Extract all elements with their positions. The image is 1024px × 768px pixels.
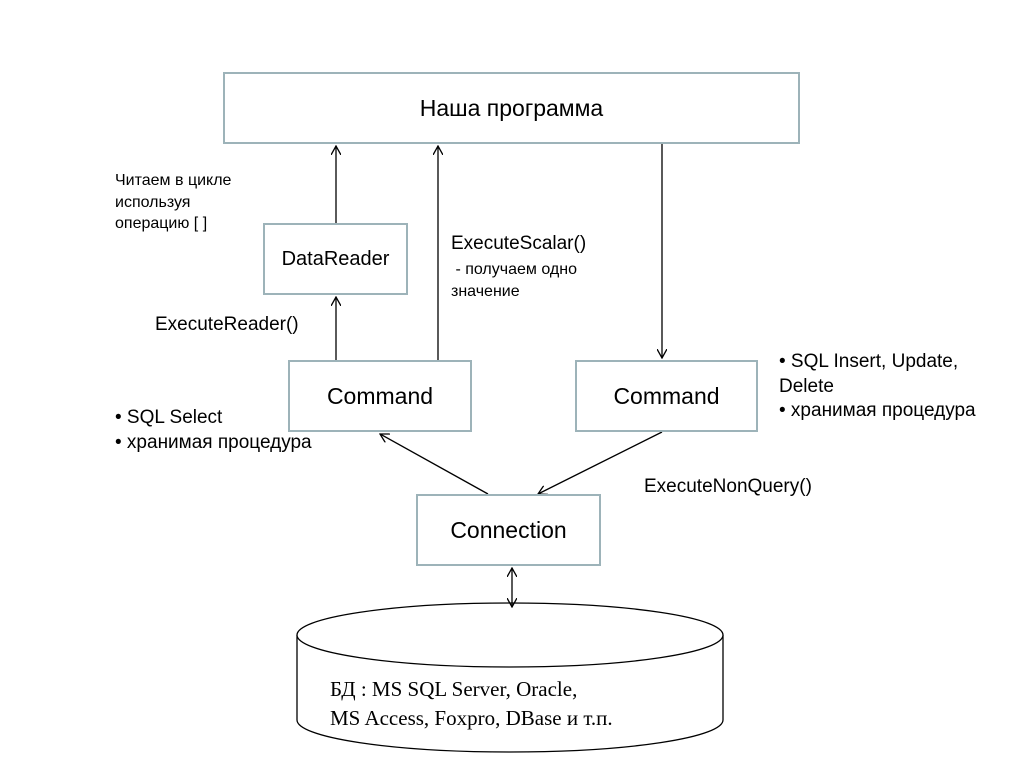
right-bullet-1-cont: Delete bbox=[779, 375, 834, 397]
connection-box: Connection bbox=[416, 494, 601, 566]
execute-scalar-label: ExecuteScalar() bbox=[451, 233, 587, 254]
arrow-command-right-to-connection bbox=[538, 431, 663, 494]
left-bullet-1: • SQL Select bbox=[115, 407, 223, 428]
execute-reader-label: ExecuteReader() bbox=[155, 314, 299, 335]
command-box-left-label: Command bbox=[326, 382, 434, 409]
read-loop-line-2: используя bbox=[115, 193, 191, 211]
read-loop-note: Читаем в цикле используя операцию [ ] bbox=[115, 170, 231, 235]
read-loop-line-1: Читаем в цикле bbox=[115, 172, 232, 189]
read-loop-line-3: операцию [ ] bbox=[115, 215, 208, 233]
connection-box-label: Connection bbox=[450, 516, 567, 543]
database-label-line-2: MS Access, Foxpro, DBase и т.п. bbox=[330, 706, 613, 731]
command-box-right-label: Command bbox=[613, 382, 720, 409]
program-box: Наша программа bbox=[223, 72, 800, 144]
execute-scalar-desc-line-2: значение bbox=[451, 283, 520, 301]
right-bullet-2: • хранимая процедура bbox=[779, 400, 976, 422]
execute-nonquery-label: ExecuteNonQuery() bbox=[644, 476, 812, 497]
left-bullet-2: • хранимая процедура bbox=[115, 431, 312, 453]
right-bullets: • SQL Insert, Update, Delete • хранимая … bbox=[779, 350, 976, 424]
left-bullets: • SQL Select • хранимая процедура bbox=[115, 406, 312, 455]
datareader-box-label: DataReader bbox=[281, 247, 390, 270]
program-box-label: Наша программа bbox=[419, 94, 604, 121]
command-box-right: Command bbox=[575, 360, 758, 432]
command-box-left: Command bbox=[288, 360, 472, 432]
execute-scalar-description: - получаем одно значение bbox=[451, 259, 577, 304]
arrow-connection-to-command-left bbox=[380, 434, 489, 495]
database-label: БД : MS SQL Server, Oracle, MS Access, F… bbox=[330, 675, 613, 734]
datareader-box: DataReader bbox=[263, 223, 408, 295]
database-label-line-1: БД : MS SQL Server, Oracle, bbox=[330, 677, 578, 701]
execute-scalar-desc-line-1: - получаем одно bbox=[451, 261, 577, 278]
right-bullet-1: • SQL Insert, Update, bbox=[779, 351, 959, 372]
